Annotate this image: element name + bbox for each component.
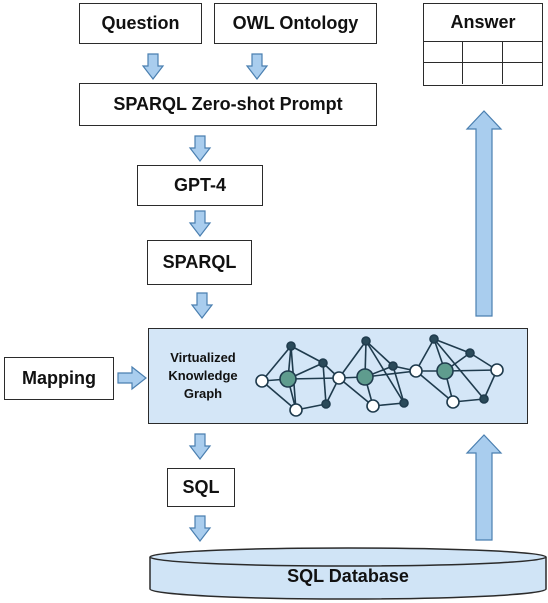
answer-table-cell	[502, 42, 542, 63]
mapping-box: Mapping	[4, 357, 114, 400]
sparql-label: SPARQL	[162, 252, 237, 272]
answer-table-cell	[424, 42, 464, 63]
graph-node	[399, 398, 409, 408]
graph-node	[490, 363, 504, 377]
graph-node	[361, 336, 371, 346]
mapping-label: Mapping	[22, 368, 96, 388]
arrow-prompt-to-gpt4	[188, 135, 212, 162]
graph-node	[409, 364, 423, 378]
owl-ontology-label: OWL Ontology	[232, 13, 359, 33]
vkg-label: Virtualized Knowledge Graph	[149, 349, 257, 403]
graph-node	[356, 368, 374, 386]
arrow-mapping-to-vkg	[117, 365, 147, 391]
vkg-label-line3: Graph	[183, 386, 223, 401]
graph-node	[321, 399, 331, 409]
question-label: Question	[101, 13, 180, 33]
graph-node	[255, 374, 269, 388]
answer-table-cell	[463, 63, 503, 84]
graph-node	[429, 334, 439, 344]
prompt-label: SPARQL Zero-shot Prompt	[113, 94, 343, 114]
arrow-question-to-prompt	[141, 53, 165, 80]
sparql-box: SPARQL	[147, 240, 252, 285]
graph-node	[366, 399, 380, 413]
answer-box: Answer	[423, 3, 543, 86]
answer-table	[424, 42, 542, 84]
arrow-gpt4-to-sparql	[188, 210, 212, 237]
graph-node	[279, 370, 297, 388]
answer-label: Answer	[424, 4, 542, 42]
arrow-sql-to-db	[188, 515, 212, 542]
database-top	[149, 547, 547, 567]
graph-node	[465, 348, 475, 358]
database-body	[149, 557, 547, 600]
graph-node	[388, 361, 398, 371]
graph-node	[286, 341, 296, 351]
answer-table-cell	[463, 42, 503, 63]
vkg-label-line2: Knowledge	[168, 368, 238, 383]
sql-label: SQL	[182, 477, 220, 497]
graph-node	[446, 395, 460, 409]
graph-node	[332, 371, 346, 385]
graph-node	[479, 394, 489, 404]
owl-ontology-box: OWL Ontology	[214, 3, 377, 44]
arrow-vkg-to-sql	[188, 433, 212, 460]
arrow-owl-to-prompt	[245, 53, 269, 80]
graph-node	[289, 403, 303, 417]
arrow-db-to-vkg	[465, 434, 503, 541]
question-box: Question	[79, 3, 202, 44]
arrow-sparql-to-vkg	[190, 292, 214, 319]
sql-database-label: SQL Database	[287, 566, 409, 586]
arrow-vkg-to-answer	[465, 110, 503, 317]
answer-table-cell	[424, 63, 464, 84]
vkg-label-line1: Virtualized	[170, 350, 236, 365]
gpt4-box: GPT-4	[137, 165, 263, 206]
prompt-box: SPARQL Zero-shot Prompt	[79, 83, 377, 126]
graph-node	[318, 358, 328, 368]
graph-node	[436, 362, 454, 380]
gpt4-label: GPT-4	[173, 175, 226, 195]
sql-box: SQL	[167, 468, 235, 507]
